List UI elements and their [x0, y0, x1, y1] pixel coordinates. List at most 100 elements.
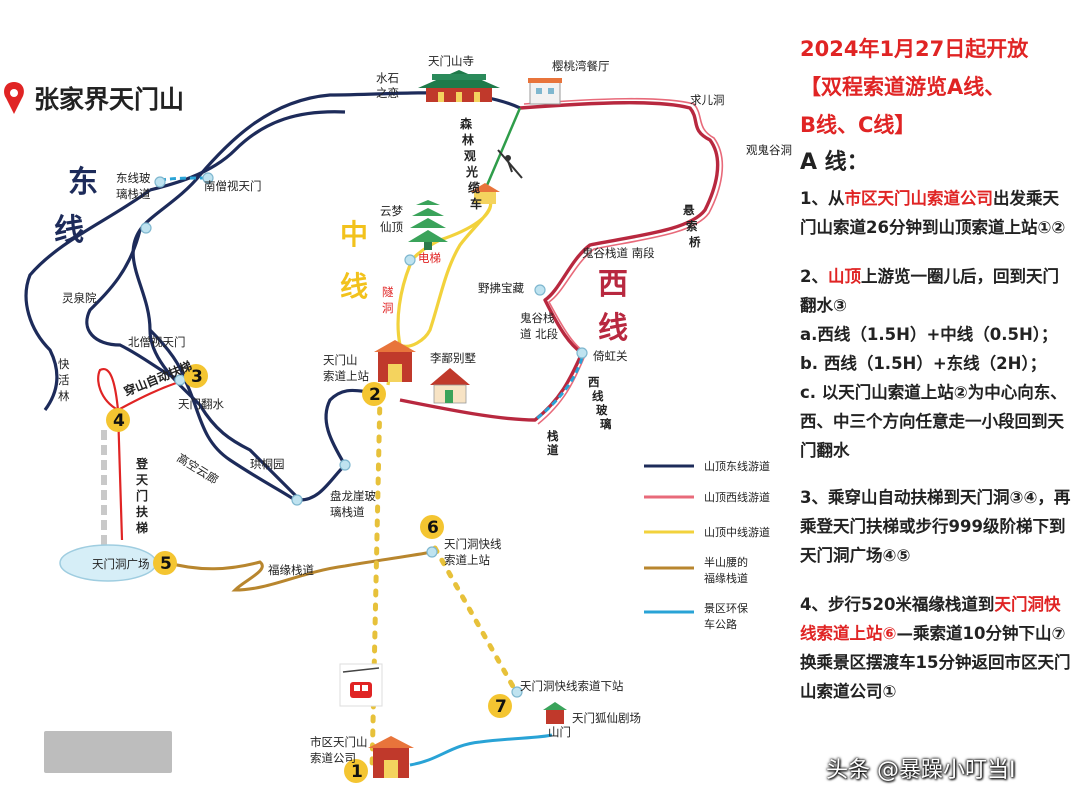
legend-west: 山顶西线游道 — [704, 490, 770, 504]
label-qiuer: 求儿洞 — [690, 93, 725, 107]
label-elevator: 电梯 — [418, 251, 441, 265]
label-cherry: 樱桃湾餐厅 — [552, 59, 610, 73]
label-guigu-north-2: 道 北段 — [520, 327, 559, 341]
label-shuishi-2: 之恋 — [376, 86, 399, 100]
ropeway-top-station-icon — [374, 340, 416, 382]
label-kuaihuo-2: 活 — [58, 373, 70, 387]
label-express-bottom: 天门洞快线索道下站 — [520, 679, 624, 693]
step-1: 1、从市区天门山索道公司出发乘天门山索道26分钟到山顶索道上站①② — [800, 189, 1066, 237]
label-fanshui: 天门翻水 — [178, 397, 224, 411]
label-west-glass-4: 璃 — [600, 417, 612, 431]
label-xuansuo-3: 桥 — [689, 235, 701, 249]
east-route-label-2: 线 — [54, 213, 84, 248]
legend-road-1: 景区环保 — [704, 601, 748, 615]
label-temple: 天门山寺 — [428, 54, 474, 68]
label-xuansuo-2: 索 — [686, 219, 698, 233]
blurred-logo-placeholder — [44, 731, 172, 773]
label-guigu-south: 鬼谷栈道 南段 — [582, 246, 655, 260]
pagoda-icon — [408, 200, 448, 250]
label-south-view: 南僧视天门 — [204, 179, 262, 193]
marker-2-label: 2 — [369, 385, 381, 405]
label-yunmeng-1: 云梦 — [380, 204, 403, 218]
label-panlong-1: 盘龙崖玻 — [330, 489, 376, 503]
label-foxfairy: 天门狐仙剧场 — [572, 711, 641, 725]
label-yerao: 野拂宝藏 — [478, 281, 524, 295]
label-forest-5: 缆 — [468, 180, 480, 195]
label-stairs-5: 梯 — [136, 520, 148, 535]
label-stairs-2: 天 — [136, 473, 149, 487]
east-route-line — [131, 91, 521, 502]
label-gaokong: 高空云廊 — [174, 451, 220, 487]
step-3: 3、乘穿山自动扶梯到天门洞③④，再乘登天门扶梯或步行999级阶梯下到天门洞广场④… — [800, 488, 1071, 565]
label-east-glass-2: 璃栈道 — [116, 187, 151, 201]
label-yihong: 倚虹关 — [593, 349, 628, 363]
label-forest-3: 观 — [464, 149, 476, 163]
map-title: 张家界天门山 — [4, 80, 184, 116]
label-west-glass-6: 道 — [547, 443, 559, 457]
label-kuaihuo-1: 快 — [58, 357, 70, 371]
label-city-station-2: 索道公司 — [310, 751, 356, 765]
label-guigu-north-1: 鬼谷栈 — [520, 311, 555, 325]
marker-1 — [344, 759, 368, 783]
label-east-glass-1: 东线玻 — [116, 171, 151, 185]
legend: 山顶东线游道 山顶西线游道 山顶中线游道 半山腰的 福缘栈道 景区环保 车公路 — [644, 459, 770, 631]
west-route-label-2: 线 — [598, 311, 628, 346]
label-forest-1: 森 — [460, 116, 473, 131]
marker-3-label: 3 — [191, 367, 203, 387]
marker-7 — [488, 694, 512, 718]
marker-6-label: 6 — [427, 518, 439, 538]
legend-fuyuan-2: 福缘栈道 — [704, 571, 748, 585]
marker-4-label: 4 — [113, 411, 125, 431]
marker-2 — [362, 382, 386, 406]
legend-fuyuan-1: 半山腰的 — [704, 555, 748, 569]
label-station-top-2: 索道上站 — [323, 369, 369, 383]
label-guangui: 观鬼谷洞 — [746, 143, 792, 157]
marker-5-label: 5 — [160, 554, 172, 574]
headline-route-1: 【双程索道游览A线、 — [800, 75, 1006, 99]
legend-east: 山顶东线游道 — [704, 459, 770, 473]
label-kuaihuo-3: 林 — [58, 389, 70, 403]
label-west-glass-5: 栈 — [547, 429, 559, 443]
middle-route-label-2: 线 — [340, 270, 368, 303]
label-west-glass-2: 线 — [592, 389, 604, 403]
location-pin-icon — [4, 82, 24, 114]
theater-icon — [543, 702, 567, 724]
label-city-station-1: 市区天门山 — [310, 735, 368, 749]
marker-4 — [106, 408, 130, 432]
label-plaza: 天门洞广场 — [92, 557, 150, 571]
step-4: 4、步行520米福缘栈道到天门洞快线索道上站⑥—乘索道10分钟下山⑦换乘景区摆渡… — [800, 595, 1071, 701]
label-tunnel-1: 隧 — [382, 285, 394, 299]
step-2: 2、山顶上游览一圈儿后，回到天门翻水③ a.西线（1.5H）+中线（0.5H）；… — [800, 262, 1075, 465]
pavilion-icon — [470, 183, 500, 204]
label-west-glass-3: 玻 — [596, 403, 608, 417]
label-express-top-1: 天门洞快线 — [444, 537, 502, 551]
label-lingquan: 灵泉院 — [62, 291, 97, 305]
label-stairs-3: 门 — [136, 488, 148, 503]
marker-3 — [184, 364, 208, 388]
ski-lift-icon — [497, 149, 523, 179]
cable-car-icon — [339, 663, 383, 707]
temple-icon — [418, 70, 500, 102]
label-shanmen: 山门 — [548, 725, 571, 739]
west-route-label-1: 西 — [598, 267, 628, 302]
step-2-option-b: b. 西线（1.5H）+东线（2H）； — [800, 354, 1047, 373]
label-shuishi-1: 水石 — [376, 71, 399, 85]
middle-route-label-1: 中 — [340, 218, 368, 251]
label-lilie: 李鄙别墅 — [430, 351, 476, 365]
marker-1-label: 1 — [351, 762, 363, 782]
middle-route-line — [396, 199, 493, 348]
label-stairs-4: 扶 — [136, 504, 149, 519]
road-line — [409, 733, 553, 767]
headline-route-2: B线、C线】 — [800, 113, 916, 137]
label-north-view: 北僧视天门 — [128, 335, 186, 349]
watermark: 头条 @暴躁小叮当I — [826, 758, 1016, 783]
label-panlong-2: 璃栈道 — [330, 505, 365, 519]
label-tunnel-2: 洞 — [382, 301, 394, 315]
legend-middle: 山顶中线游道 — [704, 525, 770, 539]
villa-icon — [430, 368, 470, 404]
label-xuansuo-1: 悬 — [682, 203, 695, 217]
label-gongtong: 珙桐园 — [250, 457, 285, 471]
headline-date: 2024年1月27日起开放 — [800, 37, 1029, 61]
label-west-glass-1: 西 — [588, 375, 600, 389]
